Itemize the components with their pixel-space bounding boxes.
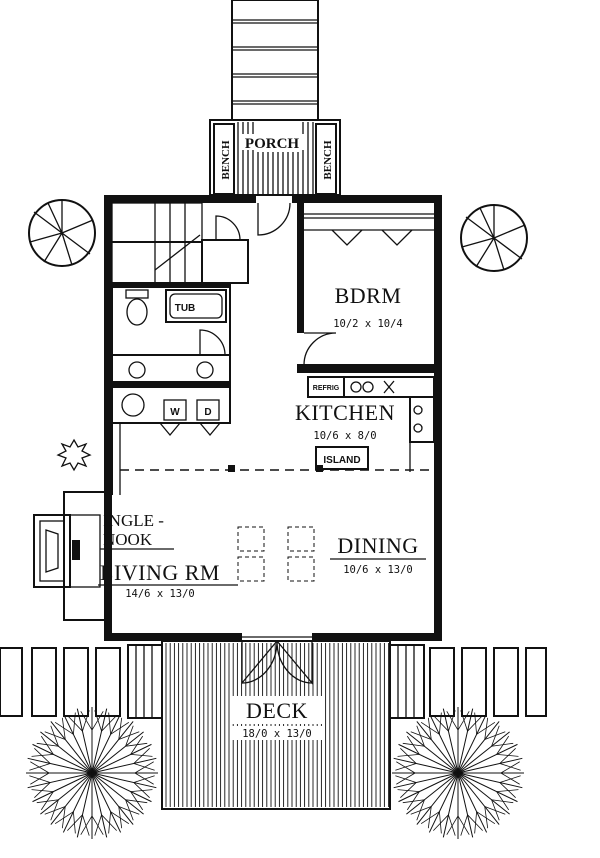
laundry-doors[interactable] bbox=[159, 422, 221, 437]
deck-doors[interactable] bbox=[241, 636, 313, 685]
dining-dims: 10/6 x 13/0 bbox=[343, 564, 413, 576]
bench-left bbox=[213, 123, 235, 195]
bathtub-icon: TUB bbox=[165, 289, 227, 323]
bedroom-door[interactable] bbox=[303, 332, 337, 366]
tree-left-icon bbox=[26, 707, 158, 839]
closet bbox=[201, 215, 249, 284]
dining-table-icon bbox=[237, 526, 315, 582]
deck-dims: 18/0 x 13/0 bbox=[242, 728, 312, 740]
small-plant-icon bbox=[56, 438, 92, 472]
island-icon bbox=[315, 446, 369, 470]
shrub-right-icon bbox=[460, 204, 528, 272]
pavers-right bbox=[429, 647, 547, 717]
porch-decking bbox=[237, 122, 314, 195]
bedroom: BDRM 10/2 x 10/4 bbox=[297, 203, 442, 373]
kitchen-dims: 10/6 x 8/0 bbox=[313, 430, 376, 442]
bench-right bbox=[315, 123, 337, 195]
inglenook-label-1: INGLE - bbox=[103, 511, 164, 530]
washer-label: W bbox=[170, 407, 180, 418]
kitchen: REFRIG KITCHEN 10/6 x 8/0 ISLAND bbox=[295, 376, 435, 472]
toilet-icon bbox=[125, 289, 149, 326]
counter-top bbox=[343, 376, 435, 398]
bath-door[interactable] bbox=[199, 329, 226, 356]
deck-label: DECK bbox=[246, 698, 308, 723]
laundry: W D bbox=[111, 386, 231, 437]
fireplace bbox=[33, 491, 109, 621]
stairs bbox=[111, 202, 203, 284]
tree-right-icon bbox=[392, 707, 524, 839]
deck-side-stairs-right bbox=[389, 644, 425, 719]
dryer-label: D bbox=[204, 407, 211, 418]
bathroom: TUB bbox=[111, 282, 231, 356]
island-label: ISLAND bbox=[323, 455, 360, 466]
vanity bbox=[111, 354, 231, 387]
porch-label: PORCH bbox=[245, 136, 299, 152]
living-room-label: LIVING RM bbox=[100, 560, 220, 585]
shrub-left-icon bbox=[28, 199, 96, 267]
pavers-left bbox=[0, 647, 121, 717]
bedroom-closet-doors[interactable] bbox=[331, 229, 413, 246]
bdrm-label: BDRM bbox=[335, 283, 402, 308]
kitchen-label: KITCHEN bbox=[295, 400, 395, 425]
washer-icon bbox=[163, 399, 187, 421]
dining-label: DINING bbox=[337, 533, 418, 558]
living-room-dims: 14/6 x 13/0 bbox=[125, 588, 195, 600]
sink-icon bbox=[196, 361, 214, 379]
front-door[interactable] bbox=[257, 202, 291, 236]
water-heater-icon bbox=[121, 393, 145, 417]
tub-label: TUB bbox=[175, 303, 196, 314]
porch: PORCH BENCH BENCH bbox=[209, 119, 341, 196]
sink-icon bbox=[128, 361, 146, 379]
entry-steps bbox=[231, 0, 319, 121]
deck: DECK 18/0 x 13/0 bbox=[161, 640, 391, 810]
living-room: INGLE - NOOK LIVING RM 14/6 x 13/0 bbox=[98, 511, 238, 600]
bench-left-label: BENCH bbox=[220, 140, 232, 180]
deck-side-stairs-left bbox=[127, 644, 163, 719]
dining-room: DINING 10/6 x 13/0 bbox=[330, 533, 426, 576]
inglenook-label-2: NOOK bbox=[103, 530, 153, 549]
range-icon bbox=[409, 396, 435, 443]
bdrm-dims: 10/2 x 10/4 bbox=[333, 318, 403, 330]
refrig-label: REFRIG bbox=[313, 385, 340, 392]
dryer-icon bbox=[196, 399, 220, 421]
bench-right-label: BENCH bbox=[322, 140, 334, 180]
deck-boards bbox=[165, 643, 390, 807]
